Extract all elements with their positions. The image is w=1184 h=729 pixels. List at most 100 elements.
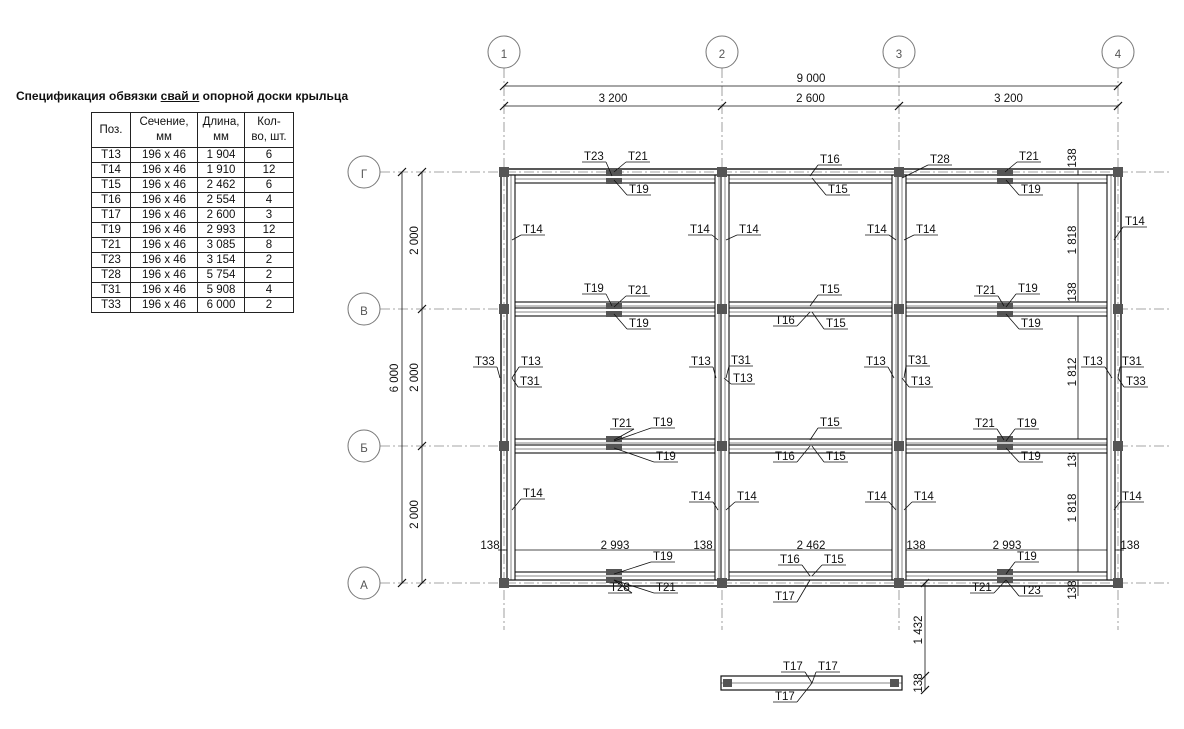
spec-cell-section: 196 х 46 — [130, 222, 198, 238]
member-label: Т17 — [775, 591, 795, 603]
member-label: Т19 — [656, 451, 676, 463]
leader-line — [1005, 293, 1017, 308]
member-label: Т13 — [733, 373, 753, 385]
member-label: Т15 — [828, 184, 848, 196]
dim-tick — [499, 101, 509, 111]
dim-tick — [397, 167, 407, 177]
spec-cell-qty: 2 — [244, 297, 294, 313]
pile — [717, 304, 727, 314]
dim-right: 1 818 — [1067, 494, 1079, 523]
member-label: Т33 — [1126, 376, 1146, 388]
dim-tick — [417, 304, 427, 314]
member-label: Т17 — [818, 661, 838, 673]
member-label: Т16 — [820, 154, 840, 166]
leader-line — [809, 164, 819, 177]
member-label: Т14 — [1125, 216, 1145, 228]
leader-line — [1005, 428, 1016, 442]
member-label: Т31 — [908, 355, 928, 367]
pile-plate — [997, 178, 1013, 184]
spec-cell-length: 6 000 — [197, 297, 245, 313]
pile-plate — [606, 303, 622, 309]
member-label: Т17 — [775, 691, 795, 703]
dim-span-y: 2 000 — [409, 226, 421, 255]
spec-header-qty: Кол-во, шт. — [244, 112, 294, 148]
member-label: Т15 — [826, 318, 846, 330]
spec-cell-section: 196 х 46 — [130, 162, 198, 178]
leader-line — [1005, 561, 1016, 575]
pile-plate — [997, 577, 1013, 583]
member-label: Т14 — [1122, 491, 1142, 503]
leader-line — [511, 498, 522, 511]
spec-title-part-3: опорной доски крыльца — [199, 89, 349, 103]
dim-tick — [920, 685, 930, 695]
axis-bubble — [347, 429, 381, 463]
member-label: Т19 — [629, 184, 649, 196]
leader-line — [613, 561, 652, 575]
member-label: Т21 — [656, 582, 676, 594]
spec-table: Поз. Сечение,мм Длина,мм Кол-во, шт. Т13… — [91, 112, 294, 313]
dim-tick — [717, 101, 727, 111]
member-label: Т21 — [628, 285, 648, 297]
dim-span-x: 3 200 — [599, 93, 628, 105]
axis-label: А — [360, 580, 368, 592]
pile-plate — [997, 303, 1013, 309]
member-label: Т14 — [867, 491, 887, 503]
member-label: Т19 — [1021, 318, 1041, 330]
spec-cell-length: 2 600 — [197, 207, 245, 223]
leader-line — [1004, 161, 1018, 173]
axis-bubble — [347, 292, 381, 326]
spec-cell-pos: Т33 — [91, 297, 131, 313]
pile — [717, 167, 727, 177]
dim-tick — [417, 441, 427, 451]
leader-line — [993, 579, 1007, 594]
leader-line — [811, 445, 825, 463]
frame-inner — [506, 174, 1116, 581]
frame-outer — [500, 168, 1122, 587]
member-label: Т21 — [976, 285, 996, 297]
member-label: Т17 — [783, 661, 803, 673]
pile — [717, 441, 727, 451]
dim-span-y: 2 000 — [409, 363, 421, 392]
dim-tick — [1113, 81, 1123, 91]
member-label: Т14 — [523, 488, 543, 500]
spec-title-part-2: свай и — [160, 89, 200, 103]
leader-line — [796, 682, 813, 703]
dim-bottom: 138 — [693, 540, 712, 552]
member-label: Т16 — [775, 315, 795, 327]
member-label: Т28 — [610, 582, 630, 594]
leader-line — [1104, 366, 1113, 379]
leader-line — [496, 366, 501, 379]
pile-plate — [997, 170, 1013, 176]
axis-bubble — [882, 35, 916, 69]
leader-line — [796, 445, 811, 463]
leader-line — [613, 295, 627, 308]
dim-right: 1 818 — [1067, 226, 1079, 255]
pile — [894, 578, 904, 588]
pile-plate — [606, 170, 622, 176]
member-label: Т31 — [731, 355, 751, 367]
spec-title: Спецификация обвязки свай и опорной доск… — [16, 89, 348, 103]
spec-cell-pos: Т17 — [91, 207, 131, 223]
leader-line — [809, 427, 819, 441]
member-label: Т19 — [653, 551, 673, 563]
leader-line — [1113, 501, 1121, 511]
pile — [499, 441, 509, 451]
pile — [499, 578, 509, 588]
axis-label: В — [360, 306, 368, 318]
leader-line — [613, 447, 655, 463]
pile — [894, 441, 904, 451]
leader-line — [801, 564, 811, 577]
member-label: Т19 — [1021, 184, 1041, 196]
spec-cell-qty: 8 — [244, 237, 294, 253]
leader-line — [809, 294, 819, 307]
leader-line — [811, 311, 825, 330]
spec-cell-section: 196 х 46 — [130, 177, 198, 193]
leader-line — [796, 579, 811, 603]
spec-cell-section: 196 х 46 — [130, 267, 198, 283]
dim-total-y: 6 000 — [389, 364, 401, 393]
dim-tick — [417, 578, 427, 588]
